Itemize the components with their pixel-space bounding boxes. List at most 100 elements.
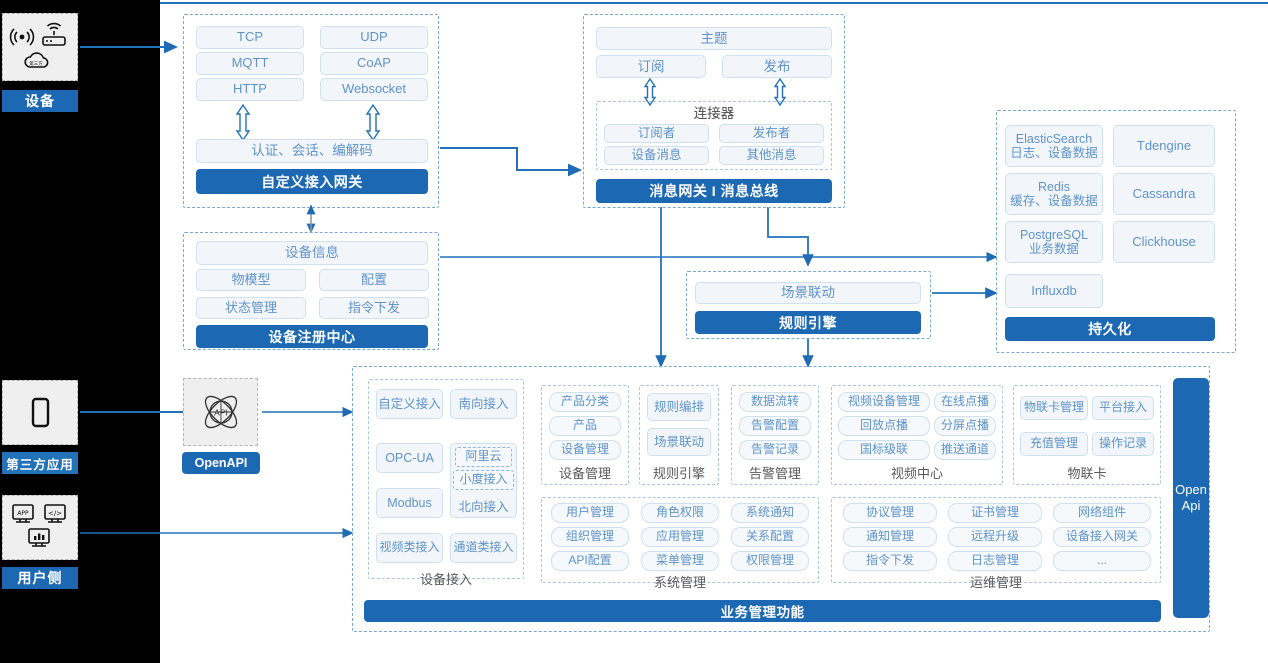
auth-session-codec[interactable]: 认证、会话、编解码 [196, 139, 428, 163]
cell-custom-access[interactable]: 自定义接入 [376, 389, 443, 419]
cell-device-access-gateway[interactable]: 设备接入网关 [1053, 527, 1151, 547]
cell-app-management-label: 应用管理 [655, 529, 704, 544]
cell-operation-record[interactable]: 操作记录 [1092, 432, 1154, 456]
protocol-udp[interactable]: UDP [320, 26, 428, 49]
cell-alarm-record[interactable]: 告警记录 [739, 440, 811, 460]
group-ops-management [831, 497, 1161, 583]
config-chip[interactable]: 配置 [319, 269, 429, 291]
connector-other-message[interactable]: 其他消息 [719, 146, 824, 165]
cell-gb-cascade[interactable]: 国标级联 [838, 440, 930, 460]
cell-protocol-management[interactable]: 协议管理 [843, 503, 937, 523]
message-gateway-bar[interactable]: 消息网关 I 消息总线 [596, 179, 832, 203]
protocol-http[interactable]: HTTP [196, 78, 304, 101]
cell-device-management[interactable]: 设备管理 [549, 440, 621, 460]
cell-certificate-management[interactable]: 证书管理 [948, 503, 1042, 523]
custom-access-gateway-bar[interactable]: 自定义接入网关 [196, 169, 428, 194]
store-influxdb[interactable]: Influxdb [1005, 274, 1103, 308]
cell-alarm-config[interactable]: 告警配置 [739, 416, 811, 436]
cell-playback-vod[interactable]: 回放点播 [838, 416, 930, 436]
cell-role-permission-label: 角色权限 [655, 505, 704, 520]
cell-video-access[interactable]: 视频类接入 [376, 533, 443, 563]
cell-menu-management[interactable]: 菜单管理 [641, 551, 719, 571]
cell-aliyun[interactable]: 阿里云 [455, 447, 512, 467]
cell-push-channel[interactable]: 推送通道 [934, 440, 996, 460]
cell-more[interactable]: ... [1053, 551, 1151, 571]
cell-network-component[interactable]: 网络组件 [1053, 503, 1151, 523]
topic-chip[interactable]: 主题 [596, 27, 832, 50]
cell-app-management[interactable]: 应用管理 [641, 527, 719, 547]
rail-label-thirdparty-text: 第三方应用 [6, 457, 74, 472]
store-cassandra[interactable]: Cassandra [1113, 173, 1215, 215]
cell-scene-linkage[interactable]: 场景联动 [647, 428, 711, 456]
protocol-tcp[interactable]: TCP [196, 26, 304, 49]
cell-data-flow[interactable]: 数据流转 [739, 392, 811, 412]
cell-xiaodu-access[interactable]: 小度接入 [453, 470, 514, 490]
config-label: 配置 [360, 271, 387, 287]
persistence-bar[interactable]: 持久化 [1005, 317, 1215, 341]
cell-online-vod[interactable]: 在线点播 [934, 392, 996, 412]
cell-command-dispatch[interactable]: 指令下发 [843, 551, 937, 571]
cell-relation-config[interactable]: 关系配置 [731, 527, 809, 547]
svg-text:API: API [214, 408, 228, 418]
protocol-mqtt[interactable]: MQTT [196, 52, 304, 75]
subscribe-chip[interactable]: 订阅 [596, 55, 706, 78]
device-info-chip[interactable]: 设备信息 [196, 241, 428, 265]
device-registry-bar[interactable]: 设备注册中心 [196, 325, 428, 348]
store-tdengine-text: Tdengine [1136, 137, 1192, 153]
connector-publisher[interactable]: 发布者 [719, 124, 824, 143]
scene-linkage-chip[interactable]: 场景联动 [695, 282, 921, 304]
cell-video-access-label: 视频类接入 [379, 540, 440, 555]
cell-org-management[interactable]: 组织管理 [551, 527, 629, 547]
cell-role-permission[interactable]: 角色权限 [641, 503, 719, 523]
cell-product-category[interactable]: 产品分类 [549, 392, 621, 412]
protocol-tcp-label: TCP [237, 29, 263, 45]
cell-api-config[interactable]: API配置 [551, 551, 629, 571]
publish-chip[interactable]: 发布 [722, 55, 832, 78]
cell-notice-management[interactable]: 通知管理 [843, 527, 937, 547]
cell-rule-orchestration[interactable]: 规则编排 [647, 393, 711, 421]
cell-product-category-label: 产品分类 [560, 394, 609, 409]
cell-playback-vod-label: 回放点播 [859, 418, 908, 433]
connector-device-message[interactable]: 设备消息 [604, 146, 709, 165]
connector-subscriber[interactable]: 订阅者 [604, 124, 709, 143]
command-dispatch-chip[interactable]: 指令下发 [319, 297, 429, 319]
app-window-icon: APP [12, 503, 34, 523]
cell-certificate-management-label: 证书管理 [970, 505, 1019, 520]
group-device-management [541, 385, 629, 485]
cell-channel-access[interactable]: 通道类接入 [450, 533, 517, 563]
connector-subscriber-label: 订阅者 [637, 126, 676, 141]
cell-product[interactable]: 产品 [549, 416, 621, 436]
cell-user-management[interactable]: 用户管理 [551, 503, 629, 523]
cell-split-screen-vod[interactable]: 分屏点播 [934, 416, 996, 436]
business-footer-bar[interactable]: 业务管理功能 [364, 600, 1161, 622]
cell-modbus[interactable]: Modbus [376, 488, 443, 518]
thing-model-chip[interactable]: 物模型 [196, 269, 306, 291]
cell-remote-upgrade[interactable]: 远程升级 [948, 527, 1042, 547]
cell-log-management[interactable]: 日志管理 [948, 551, 1042, 571]
device-registry-container [183, 232, 439, 350]
state-management-chip[interactable]: 状态管理 [196, 297, 306, 319]
cell-platform-access[interactable]: 平台接入 [1092, 396, 1154, 420]
cell-recharge-management[interactable]: 充值管理 [1020, 432, 1088, 456]
rail-label-device-text: 设备 [25, 93, 55, 109]
cell-rule-orchestration-label: 规则编排 [653, 399, 704, 414]
openapi-label[interactable]: OpenAPI [182, 452, 260, 474]
rule-engine-bar[interactable]: 规则引擎 [695, 311, 921, 334]
publish-label: 发布 [763, 58, 791, 74]
cell-opcua[interactable]: OPC-UA [376, 443, 443, 473]
store-tdengine[interactable]: Tdengine [1113, 125, 1215, 167]
cell-permission-management[interactable]: 权限管理 [731, 551, 809, 571]
cell-iot-card-management[interactable]: 物联卡管理 [1020, 396, 1088, 420]
protocol-coap[interactable]: CoAP [320, 52, 428, 75]
protocol-websocket[interactable]: Websocket [320, 78, 428, 101]
cell-southbound-access[interactable]: 南向接入 [450, 389, 517, 419]
cell-video-device-management[interactable]: 视频设备管理 [838, 392, 930, 412]
cell-alarm-record-label: 告警记录 [750, 442, 799, 457]
store-clickhouse[interactable]: Clickhouse [1113, 221, 1215, 263]
openapi-vertical-bar[interactable]: Open Api [1173, 378, 1209, 618]
cell-system-notice[interactable]: 系统通知 [731, 503, 809, 523]
cell-push-channel-label: 推送通道 [940, 442, 989, 457]
